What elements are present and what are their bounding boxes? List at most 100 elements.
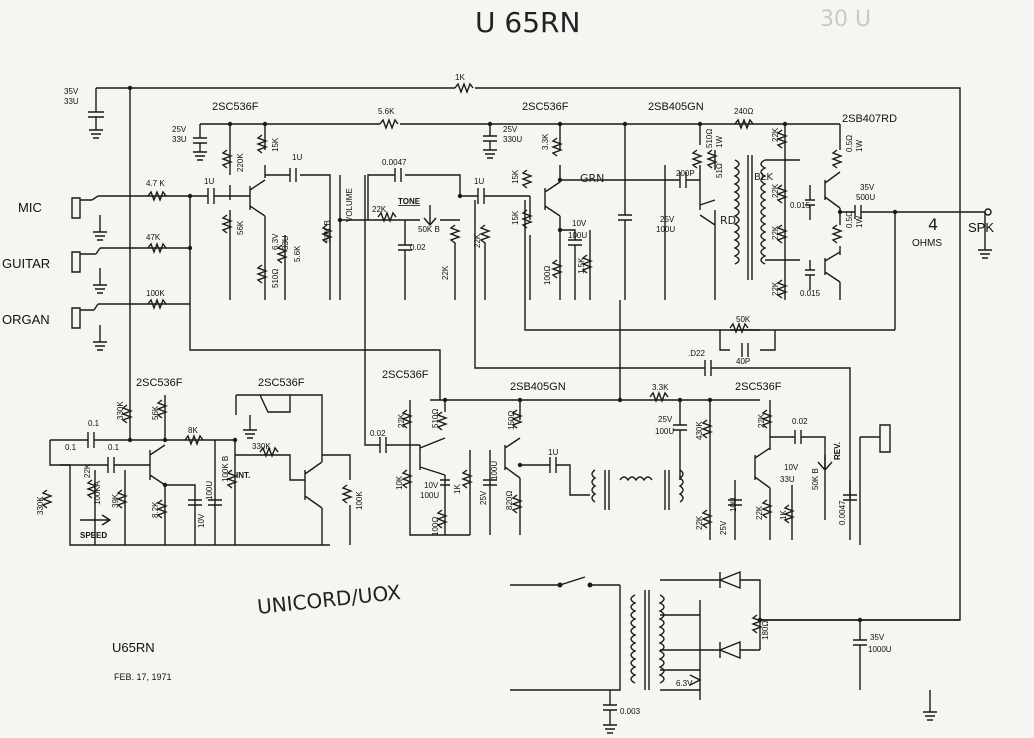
label-r-100k-b: 100K (355, 491, 364, 510)
transistor-q4: 2SB407RD (842, 113, 897, 125)
transistor-q3: 2SB405GN (648, 101, 704, 113)
label-c-25v-33u: 33U (172, 135, 187, 144)
label-r-22k-k: 22K (757, 413, 766, 428)
label-c-0015-b: 0.015 (800, 289, 821, 298)
label-r-1k-b: 1K (779, 510, 788, 520)
reverb-recovery (649, 391, 891, 545)
control-reverb: REV. (833, 442, 842, 460)
label-r-22k-g: 22K (83, 463, 92, 478)
model-number: U65RN (112, 640, 155, 655)
transistor-q1: 2SC536F (212, 101, 259, 113)
label-c-40p: 40P (736, 357, 750, 366)
supply-rails (88, 82, 961, 621)
label-r-22k-b: 22K (473, 233, 482, 248)
label-c-35v-c: 35V (870, 633, 885, 642)
label-r-05-1w-a2: 1W (855, 140, 864, 152)
label-r-82k: 8.2K (151, 501, 160, 518)
tremolo-oscillator (41, 394, 353, 546)
label-c-35v-b: 35V (860, 183, 875, 192)
power-supply (510, 570, 960, 734)
label-r-1k-top: 1K (455, 73, 465, 82)
input-label-mic: MIC (18, 200, 42, 215)
label-c-35v: 35V (64, 87, 79, 96)
label-r-100: 100Ω (543, 266, 552, 285)
label-r-150: 150Ω (507, 411, 516, 430)
label-c-1u-d: 1U (548, 448, 558, 457)
label-c-10v: 10V (572, 219, 587, 228)
label-r-22k-a: 22K (441, 265, 450, 280)
tone-network (340, 168, 530, 300)
label-r-100-b: 100Ω (431, 517, 440, 536)
label-c-0047: 0.0047 (382, 158, 407, 167)
label-pot-100ka: 100KA (93, 480, 102, 505)
label-r-15k: 15K (271, 137, 280, 152)
label-r-22k-j: 22K (755, 505, 764, 520)
label-r-56k-top: 5.6K (378, 107, 395, 116)
component-labels: 35V 33U 1K 25V 33U 5.6K 25V 330U 240Ω 15… (36, 73, 892, 716)
label-r-39k: 39K (111, 493, 120, 508)
label-r-51: 51Ω (715, 163, 724, 178)
label-r-22k-e: 22K (771, 225, 780, 240)
label-c-25v-e: 25V (658, 415, 673, 424)
label-c-002-b: 0.02 (370, 429, 386, 438)
control-volume: VOLUME (345, 188, 354, 222)
control-speed: SPEED (80, 531, 107, 540)
output-label-spk: SPK (968, 220, 994, 235)
input-label-organ: ORGAN (2, 312, 50, 327)
transistor-q2: 2SC536F (522, 101, 569, 113)
label-r-8k: 8K (188, 426, 198, 435)
label-r-1k: 1K (453, 484, 462, 494)
output-impedance-unit: OHMS (912, 238, 942, 249)
label-c-d22: .D22 (688, 349, 705, 358)
label-r-430k: 430K (695, 421, 704, 440)
label-c-500u: 500U (856, 193, 875, 202)
output-driver (691, 124, 800, 300)
label-c-1u-a: 1U (292, 153, 302, 162)
label-r-15k-c: 15K (511, 210, 520, 225)
schematic-date: FEB. 17, 1971 (114, 672, 172, 682)
label-c-10v-b: 10V (197, 513, 206, 528)
label-c-33u: 33U (64, 97, 79, 106)
label-c-63v: 6.3V (271, 233, 280, 250)
label-r-05-1w-b2: 1W (855, 216, 864, 228)
input-jacks (71, 190, 441, 400)
label-r-240: 240Ω (734, 107, 753, 116)
label-c-01-a: 0.1 (88, 419, 100, 428)
label-c-25v-d: 25V (479, 490, 488, 505)
label-c-100u-c: 100U (420, 491, 439, 500)
label-c-01-c: 0.1 (108, 443, 120, 452)
label-r-15k-b: 15K (511, 169, 520, 184)
output-impedance-number: 4 (928, 215, 938, 234)
label-r-820: 820Ω (505, 491, 514, 510)
label-c-25v: 25V (172, 125, 187, 134)
label-c-10v-100u: 100U (568, 231, 587, 240)
input-label-guitar: GUITAR (2, 256, 50, 271)
label-r-510-b: 510Ω (431, 409, 440, 428)
handwritten-brand: UNICORD/UOX (256, 580, 402, 619)
label-pot-100kb: 100K B (221, 456, 230, 482)
label-r-330k-c: 330K (36, 496, 45, 515)
label-c-63v-33u: 33U (281, 235, 290, 250)
label-c-100u-d: 100U (490, 461, 499, 480)
label-r-22k-f: 22K (771, 281, 780, 296)
output-stage (805, 124, 992, 330)
label-r-56k-c: 56K (151, 405, 160, 420)
label-r-22k-tone: 22K (372, 205, 387, 214)
feedback-network (474, 200, 851, 500)
junction-dots (127, 85, 898, 623)
label-pot-50kb-rev: 50K B (811, 468, 820, 490)
transistor-q8: 2SB405GN (510, 381, 566, 393)
label-c-01-b: 0.1 (65, 443, 77, 452)
label-pot-50kb: 50K B (323, 220, 332, 242)
label-r-330k-b: 330K (252, 442, 271, 451)
corner-scribble: 30 U (820, 7, 871, 32)
transistor-q9: 2SC536F (735, 381, 782, 393)
label-r-56k: 56K (236, 220, 245, 235)
label-c-100u-e: 100U (655, 427, 674, 436)
label-c-10v-c: 10V (424, 481, 439, 490)
label-c-25v-100u: 100U (656, 225, 675, 234)
label-c-1u-c: 1U (474, 177, 484, 186)
label-c-002-c: 0.02 (792, 417, 808, 426)
